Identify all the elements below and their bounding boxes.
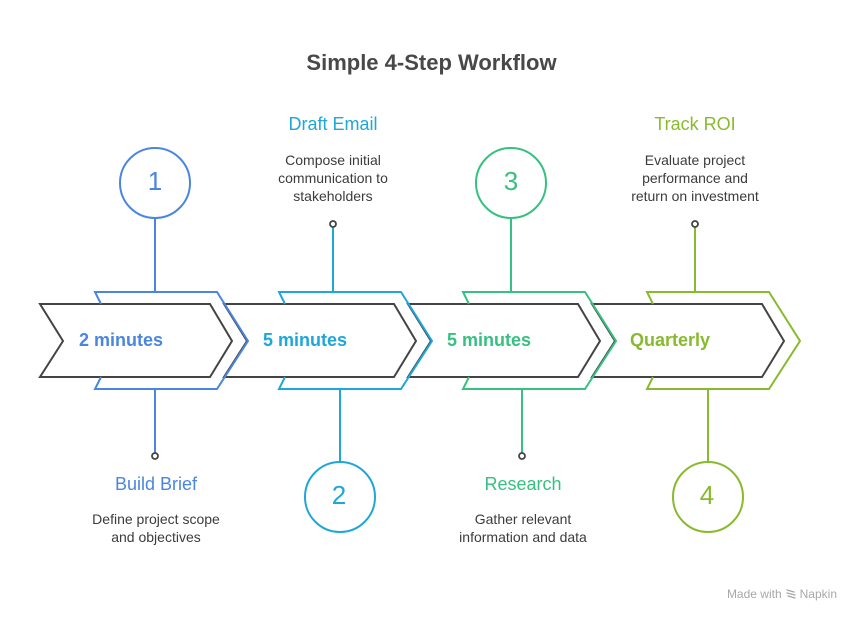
diagram-title: Simple 4-Step Workflow bbox=[306, 50, 557, 75]
desc-line: return on investment bbox=[631, 188, 759, 204]
desc-line: stakeholders bbox=[293, 188, 373, 204]
step-3-duration: 5 minutes bbox=[447, 330, 532, 350]
footer-text: Made with bbox=[726, 587, 782, 601]
step-1-duration: 2 minutes bbox=[79, 330, 164, 350]
step-1-number: 1 bbox=[147, 166, 163, 196]
desc-line: Define project scope bbox=[92, 511, 220, 527]
footer-attribution[interactable]: Made with Napkin bbox=[727, 587, 837, 601]
step-2-title: Draft Email bbox=[288, 114, 378, 134]
desc-line: Compose initial bbox=[285, 152, 381, 168]
desc-line: Gather relevant bbox=[474, 511, 572, 527]
step-3-number: 3 bbox=[503, 166, 519, 196]
step-1-title: Build Brief bbox=[114, 474, 198, 494]
step-2-connector-dot bbox=[329, 220, 337, 228]
desc-line: Evaluate project bbox=[644, 152, 746, 168]
step-3-title: Research bbox=[484, 474, 562, 494]
step-2-outline-chevron bbox=[277, 291, 434, 390]
footer-brand: Napkin bbox=[799, 587, 837, 601]
step-4-description: Evaluate project performance and return … bbox=[595, 151, 795, 205]
step-1-outline-chevron bbox=[93, 291, 250, 390]
step-2-description: Compose initial communication to stakeho… bbox=[233, 151, 433, 205]
step-3-connector-dot bbox=[518, 452, 526, 460]
step-1-description: Define project scope and objectives bbox=[56, 510, 256, 546]
step-1-connector-dot bbox=[151, 452, 159, 460]
step-3-description: Gather relevant information and data bbox=[423, 510, 623, 546]
step-4-number: 4 bbox=[699, 480, 715, 510]
step-3-outline-chevron bbox=[461, 291, 618, 390]
desc-line: and objectives bbox=[111, 529, 201, 545]
step-4-outline-chevron bbox=[645, 291, 802, 390]
chevron-segment-1 bbox=[38, 303, 234, 378]
desc-line: performance and bbox=[642, 170, 748, 186]
step-2-number: 2 bbox=[331, 480, 347, 510]
step-4-title: Track ROI bbox=[654, 114, 736, 134]
step-4-duration: Quarterly bbox=[630, 330, 711, 350]
step-2-duration: 5 minutes bbox=[263, 330, 348, 350]
napkin-logo-icon bbox=[785, 589, 796, 599]
desc-line: information and data bbox=[459, 529, 587, 545]
desc-line: communication to bbox=[278, 170, 388, 186]
step-4-connector-dot bbox=[691, 220, 699, 228]
